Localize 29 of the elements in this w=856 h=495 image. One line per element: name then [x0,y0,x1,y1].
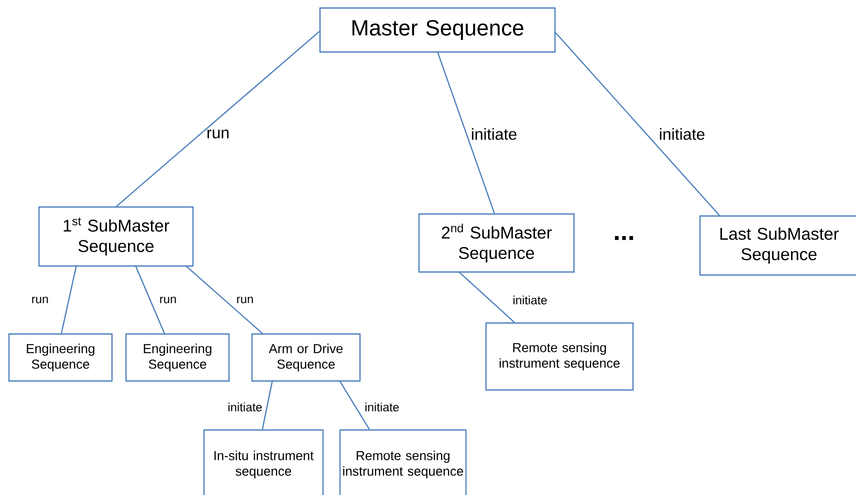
sequence-box: Engineering Sequence [125,333,230,382]
connector-line [60,265,77,334]
connector-line [262,380,273,430]
edge-label: run [208,130,229,138]
connector-line [185,264,263,334]
edge-label: initiate [660,128,704,140]
sequence-box: Arm or Drive Sequence [251,333,361,382]
connector-line [116,30,320,207]
sequence-box: Last SubMaster Sequence [699,215,856,276]
edge-label: initiate [365,402,399,412]
connector-line [436,51,495,214]
ellipsis-label: ... [614,236,634,240]
edge-label: initiate [513,296,547,304]
edge-label: run [32,296,48,304]
sequence-box: 1$^{st}$ SubMaster Sequence [38,206,194,267]
connector-line [458,270,515,323]
connector-line [338,380,370,430]
edge-label: run [237,296,253,304]
sequence-box: In-situ instrument sequence [203,429,324,495]
sequence-box: Remote sensing instrument sequence [339,429,467,495]
sequence-box: Engineering Sequence [8,333,113,382]
connector-line [134,265,165,334]
sequence-box: Master Sequence [319,7,556,53]
edge-label: initiate [228,402,262,412]
edge-label: initiate [472,128,516,140]
sequence-box: 2$^{nd}$ SubMaster Sequence [418,213,575,273]
connector-line [554,31,720,216]
edge-label: run [160,296,176,304]
sequence-box: Remote sensing instrument sequence [485,322,634,391]
